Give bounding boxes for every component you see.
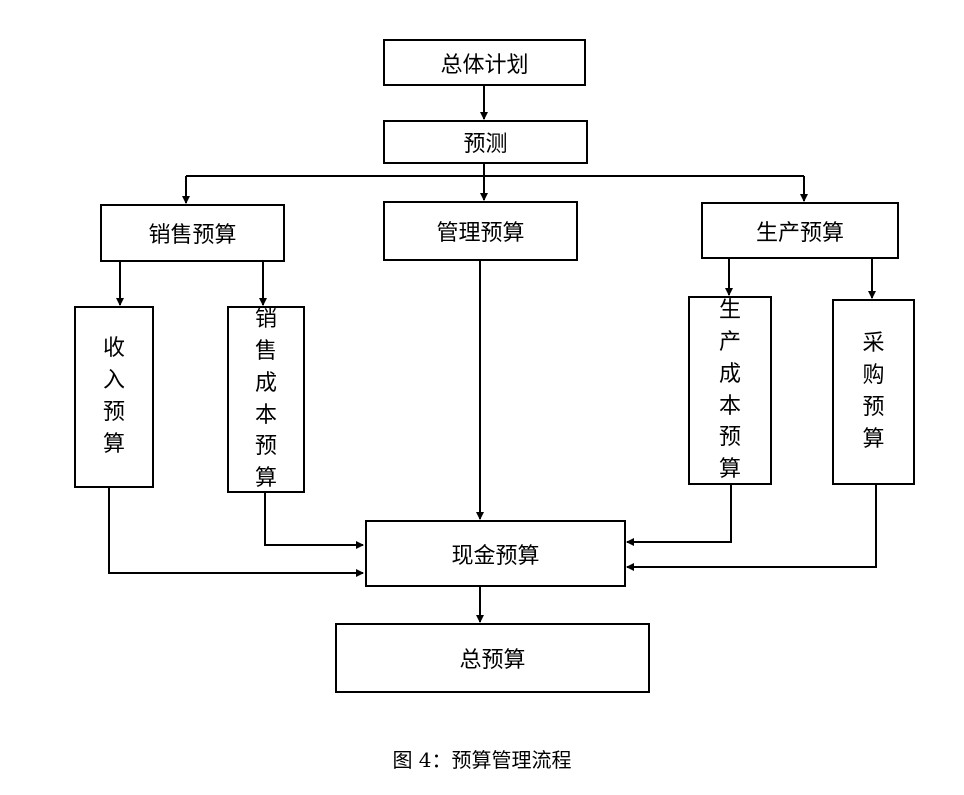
- vertical-char: 购: [862, 363, 885, 389]
- vertical-char: 算: [102, 431, 125, 457]
- vertical-char: 预: [718, 425, 741, 451]
- node-management-budget: 管理预算: [383, 201, 578, 261]
- node-cash-budget: 现金预算: [365, 520, 626, 587]
- arrow-procurement-to-cash: [626, 485, 877, 571]
- node-revenue-budget: 收入预算: [74, 306, 154, 488]
- vertical-char: 采: [862, 331, 885, 357]
- vertical-char: 算: [718, 457, 741, 483]
- vertical-char: 预: [254, 434, 277, 460]
- vertical-char: 收: [102, 336, 125, 362]
- node-overall-plan: 总体计划: [383, 39, 586, 86]
- figure-caption: 图 4：预算管理流程: [392, 748, 572, 772]
- vertical-char: 成: [718, 361, 741, 387]
- arrow-revenue-to-cash: [108, 488, 364, 577]
- arrow-production-cost-to-cash: [626, 485, 732, 546]
- node-forecast: 预测: [383, 120, 588, 164]
- vertical-char: 生: [718, 297, 741, 323]
- node-production-cost-budget: 生产成本预算: [688, 296, 772, 485]
- node-sales-cost-budget: 销售成本预算: [227, 306, 305, 493]
- node-procurement-budget: 采购预算: [832, 299, 915, 485]
- node-total-budget: 总预算: [335, 623, 650, 693]
- vertical-char: 本: [254, 402, 277, 428]
- arrow-sales-cost-to-cash: [264, 493, 364, 549]
- vertical-char: 算: [254, 466, 277, 492]
- vertical-char: 产: [718, 329, 741, 355]
- vertical-char: 本: [718, 393, 741, 419]
- vertical-char: 算: [862, 426, 885, 452]
- vertical-char: 售: [254, 338, 277, 364]
- node-sales-budget: 销售预算: [100, 204, 285, 262]
- vertical-char: 预: [862, 395, 885, 420]
- vertical-char: 入: [102, 368, 125, 394]
- vertical-char: 预: [102, 400, 125, 425]
- vertical-char: 成: [254, 370, 277, 396]
- node-production-budget: 生产预算: [701, 202, 899, 259]
- vertical-char: 销: [254, 306, 277, 332]
